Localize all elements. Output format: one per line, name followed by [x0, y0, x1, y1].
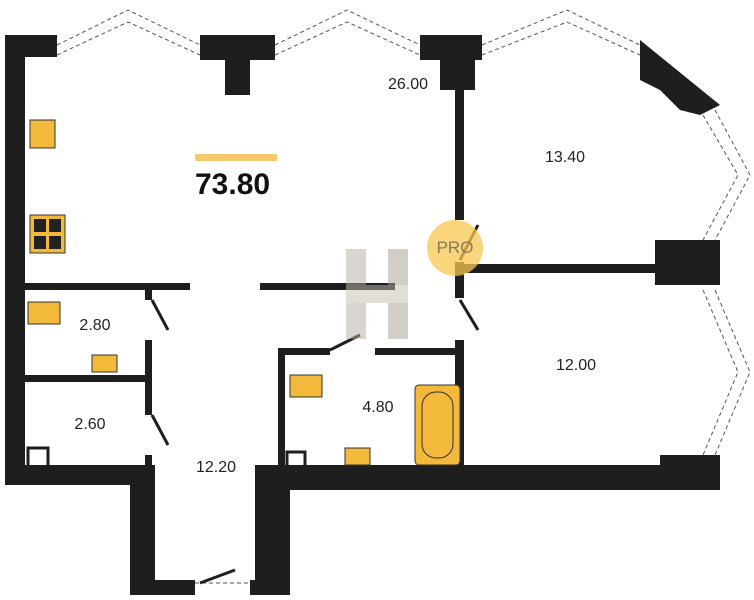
- room-area-bathroom: 4.80: [362, 399, 394, 416]
- watermark-logo: [346, 249, 408, 339]
- room-area-bedroom-2: 12.00: [555, 357, 597, 374]
- pro-badge: PRO: [427, 220, 483, 276]
- total-area-accent-bar: [195, 154, 277, 161]
- room-area-hallway: 12.20: [195, 459, 237, 476]
- total-area: 73.80: [195, 168, 271, 201]
- fixtures: [26, 119, 461, 470]
- room-area-bedroom-1: 13.40: [544, 149, 586, 166]
- windows: [56, 9, 751, 584]
- room-area-storage: 2.60: [74, 416, 106, 433]
- room-area-wc: 2.80: [79, 317, 111, 334]
- stove: [29, 214, 66, 254]
- room-area-living: 26.00: [387, 76, 429, 93]
